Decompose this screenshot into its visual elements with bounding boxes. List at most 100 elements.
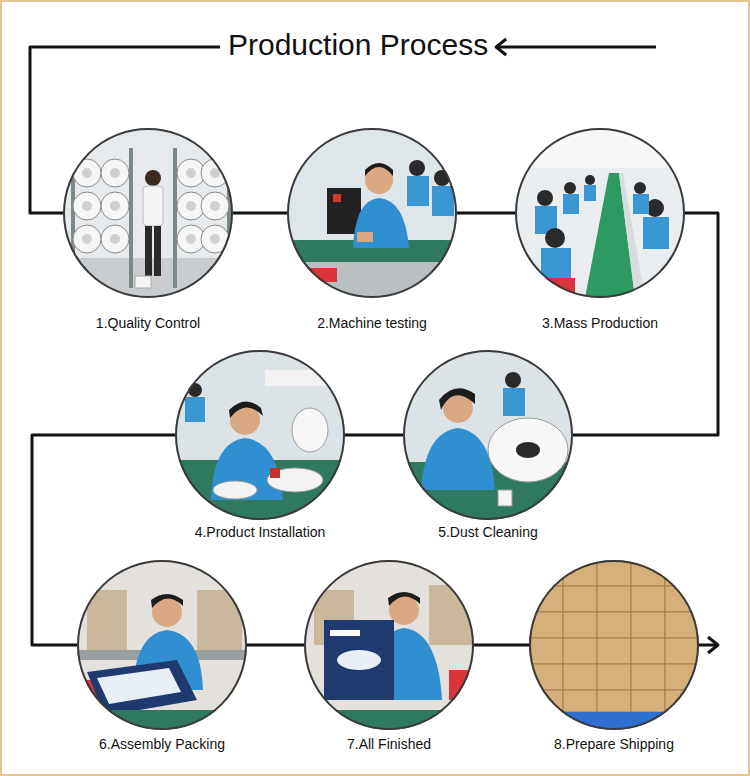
photo-detail [287, 262, 457, 298]
photo-detail [429, 585, 474, 645]
finished-photo [304, 560, 474, 730]
photo-detail [307, 268, 337, 282]
photo-detail [110, 234, 120, 244]
photo-detail [304, 710, 474, 730]
photo-detail [101, 159, 129, 187]
process-circle: 3.Mass Production [515, 128, 685, 298]
photo-detail [563, 586, 597, 612]
photo-detail [197, 590, 242, 650]
photo-detail [529, 560, 699, 730]
photo-detail [135, 276, 151, 288]
photo-detail [229, 401, 263, 418]
photo-detail [87, 660, 197, 716]
photo-detail [563, 690, 597, 712]
photo-detail [665, 664, 699, 690]
step-label: 4.Product Installation [195, 524, 326, 540]
photo-detail [432, 186, 454, 216]
photo-detail [563, 194, 579, 214]
photo-detail [154, 226, 161, 276]
title-arrow-line [496, 46, 656, 49]
photo-detail [585, 175, 595, 185]
photo-detail [201, 159, 229, 187]
photo-detail [145, 226, 152, 276]
photo-detail [665, 690, 699, 712]
photo-detail [529, 664, 563, 690]
process-circle: 2.Machine testing [287, 128, 457, 298]
step-label: 5.Dust Cleaning [438, 524, 538, 540]
photo-detail [631, 586, 665, 612]
photo-detail [529, 560, 563, 586]
process-circle: 1.Quality Control [63, 128, 233, 298]
photo-detail [597, 560, 631, 586]
photo-detail [173, 148, 177, 288]
photo-detail [110, 168, 120, 178]
photo-detail [488, 418, 568, 482]
photo-detail [529, 612, 563, 638]
photo-detail [324, 620, 394, 700]
photo-detail [188, 383, 202, 397]
photo-detail [564, 182, 576, 194]
photo-detail [421, 428, 495, 490]
photo-detail [388, 592, 420, 606]
photo-detail [631, 664, 665, 690]
step-label: 8.Prepare Shipping [554, 736, 674, 752]
photo-detail [129, 148, 133, 288]
photo-detail [434, 170, 450, 186]
photo-detail [186, 168, 196, 178]
photo-detail [267, 468, 323, 492]
photo-detail [665, 586, 699, 612]
photo-detail [82, 234, 92, 244]
photo-detail [409, 160, 425, 176]
process-circle: 6.Assembly Packing [77, 560, 247, 730]
photo-detail [101, 192, 129, 220]
photo-detail [634, 182, 646, 194]
photo-detail [563, 560, 597, 586]
shipping-photo [529, 560, 699, 730]
photo-detail [186, 234, 196, 244]
photo-detail [498, 490, 512, 506]
photo-detail [515, 128, 685, 298]
arrow-head [496, 39, 506, 55]
flow-connector [474, 644, 529, 647]
photo-detail [304, 560, 474, 730]
process-circle: 4.Product Installation [175, 350, 345, 520]
diagram-title: Production Process [228, 28, 488, 62]
flow-connector [457, 212, 515, 215]
flow-connector [247, 644, 304, 647]
photo-detail [631, 690, 665, 712]
photo-detail [186, 201, 196, 211]
photo-detail [529, 638, 563, 664]
photo-detail [71, 148, 75, 288]
photo-detail [633, 194, 649, 214]
process-circle: 8.Prepare Shipping [529, 560, 699, 730]
photo-detail [210, 201, 220, 211]
photo-detail [210, 168, 220, 178]
photo-detail [210, 234, 220, 244]
step-label: 1.Quality Control [96, 315, 200, 331]
photo-detail [353, 198, 409, 248]
process-circle: 5.Dust Cleaning [403, 350, 573, 520]
photo-detail [270, 468, 280, 478]
photo-detail [563, 612, 597, 638]
photo-detail [529, 586, 563, 612]
photo-detail [403, 350, 573, 520]
photo-detail [265, 370, 345, 386]
photo-detail [597, 638, 631, 664]
photo-detail [665, 612, 699, 638]
photo-detail [82, 168, 92, 178]
photo-detail [631, 612, 665, 638]
photo-detail [110, 201, 120, 211]
step-label: 7.All Finished [347, 736, 431, 752]
photo-detail [365, 163, 393, 176]
photo-detail [665, 560, 699, 586]
arrow-head [708, 637, 718, 653]
flow-connector [32, 435, 175, 645]
photo-detail [292, 408, 328, 452]
photo-detail [201, 192, 229, 220]
photo-detail [73, 159, 101, 187]
step-label: 6.Assembly Packing [99, 736, 225, 752]
quality-photo [63, 128, 233, 298]
machine-photo [287, 128, 457, 298]
